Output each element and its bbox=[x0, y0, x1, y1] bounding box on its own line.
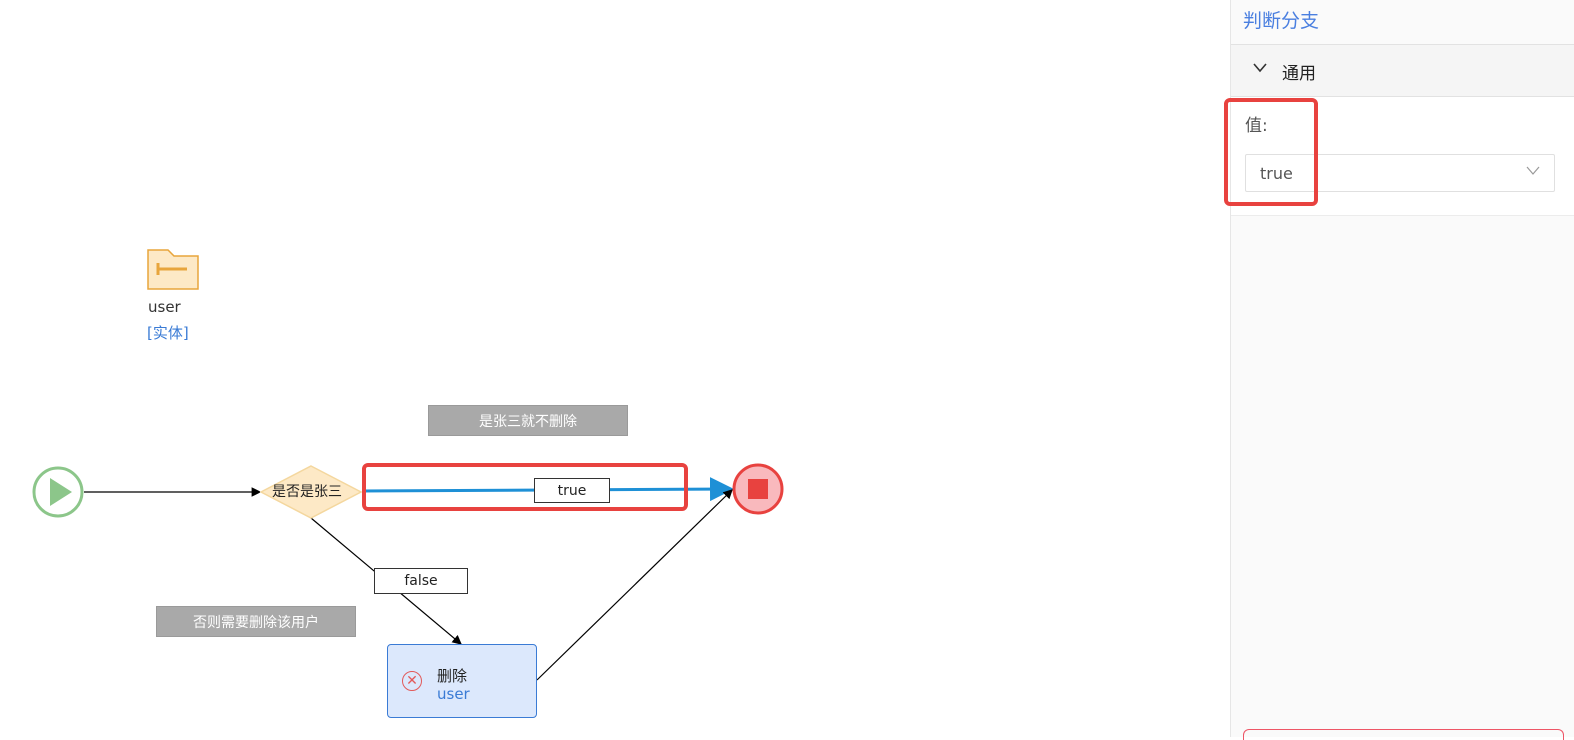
play-icon bbox=[50, 478, 72, 506]
flow-canvas[interactable]: user [实体] 是张三就不删除 否则需要删除该用户 是否是张三 true f… bbox=[0, 0, 1230, 737]
edge-false-label[interactable]: false bbox=[374, 568, 468, 594]
edge-true-label[interactable]: true bbox=[534, 478, 610, 503]
value-field-label: 值: bbox=[1245, 116, 1268, 136]
entity-type: [实体] bbox=[147, 324, 189, 342]
task-title: 删除 bbox=[437, 667, 468, 685]
panel-title: 判断分支 bbox=[1243, 10, 1320, 32]
stop-icon bbox=[748, 479, 768, 499]
note-bottom[interactable]: 否则需要删除该用户 bbox=[156, 606, 356, 637]
entity-name: user bbox=[148, 298, 181, 316]
start-event[interactable] bbox=[32, 466, 84, 518]
task-entity: user bbox=[437, 685, 470, 703]
properties-panel: 判断分支 通用 值: true bbox=[1224, 0, 1574, 740]
chevron-down-icon bbox=[1253, 63, 1267, 73]
panel-divider bbox=[1231, 44, 1574, 45]
task-delete-user[interactable]: ✕ 删除 user bbox=[387, 644, 537, 718]
gateway-diamond[interactable] bbox=[259, 465, 363, 519]
panel-bottom-border bbox=[1243, 729, 1564, 740]
flow-diagram-svg bbox=[32, 249, 784, 681]
value-select-current: true bbox=[1260, 164, 1293, 183]
edge-task-to-end[interactable] bbox=[536, 489, 733, 681]
section-title: 通用 bbox=[1282, 64, 1316, 84]
entity-folder-icon[interactable] bbox=[147, 249, 199, 290]
value-field-group: 值: true bbox=[1231, 97, 1574, 216]
section-header-general[interactable]: 通用 bbox=[1231, 45, 1574, 97]
note-top[interactable]: 是张三就不删除 bbox=[428, 405, 628, 436]
chevron-down-icon bbox=[1526, 166, 1540, 175]
gateway-label: 是否是张三 bbox=[272, 484, 342, 500]
delete-x-icon: ✕ bbox=[402, 671, 422, 691]
value-select[interactable]: true bbox=[1245, 154, 1555, 192]
end-event[interactable] bbox=[732, 463, 784, 515]
